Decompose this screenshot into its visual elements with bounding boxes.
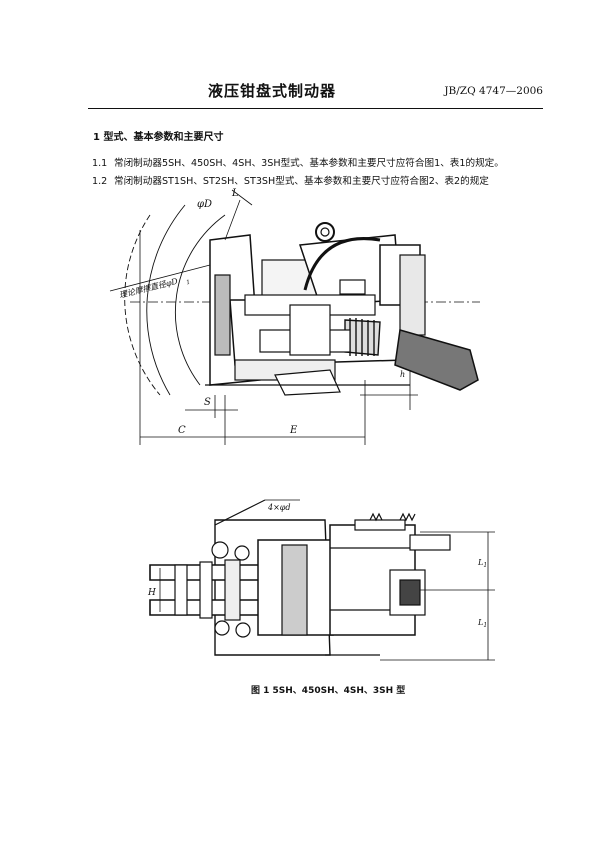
section-heading: 1 型式、基本参数和主要尺寸 [93, 132, 224, 143]
page-title: 液压钳盘式制动器 [208, 82, 337, 100]
label-l1-bottom: L1 [477, 618, 487, 629]
label-h-upper: H [147, 588, 156, 598]
paragraph-1-2: 1.2 常闭制动器ST1SH、ST2SH、ST3SH型式、基本参数和主要尺寸应符合… [92, 173, 489, 187]
paragraph-text: 常闭制动器5SH、450SH、4SH、3SH型式、基本参数和主要尺寸应符合图1、… [114, 158, 504, 169]
label-theory-diameter-sub: 1 [185, 279, 190, 287]
label-s: S [204, 397, 211, 408]
label-c: C [178, 425, 186, 436]
page-header: 液压钳盘式制动器 JB/ZQ 4747—2006 [88, 78, 543, 109]
label-l1-top: L1 [477, 558, 487, 569]
label-h: h [400, 370, 405, 379]
paragraph-1-1: 1.1 常闭制动器5SH、450SH、4SH、3SH型式、基本参数和主要尺寸应符合… [92, 155, 504, 169]
label-l: L [231, 188, 239, 199]
standard-number: JB/ZQ 4747—2006 [444, 85, 543, 97]
figure-caption: 图 1 5SH、450SH、4SH、3SH 型 [251, 686, 406, 696]
label-e: E [289, 425, 298, 436]
label-phi-d: φD [197, 199, 212, 210]
paragraph-text: 常闭制动器ST1SH、ST2SH、ST3SH型式、基本参数和主要尺寸应符合图2、… [114, 176, 489, 187]
paragraph-number: 1.1 [92, 158, 108, 169]
label-4xd: 4×φd [267, 503, 291, 512]
paragraph-number: 1.2 [92, 176, 108, 187]
